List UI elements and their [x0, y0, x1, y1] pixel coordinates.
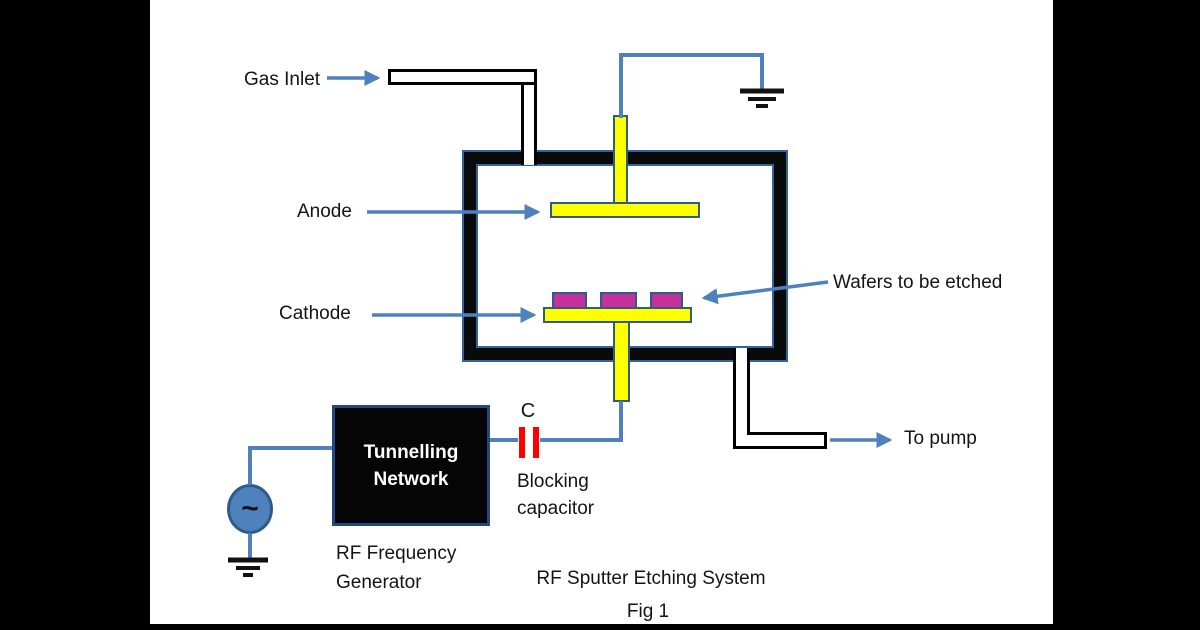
gas-inlet-pipe-vertical — [521, 85, 537, 165]
cathode-feed-wire — [540, 401, 623, 442]
ground-icon-top-right — [740, 88, 784, 108]
figure-caption: Fig 1 — [626, 601, 670, 622]
tunnelling-network-line1: Tunnelling — [363, 441, 459, 463]
gas-inlet-pipe-horizontal — [388, 69, 537, 85]
vacuum-chamber — [464, 152, 786, 360]
capacitor-letter: C — [520, 400, 536, 422]
blocking-capacitor-line2: capacitor — [517, 497, 595, 519]
anode-stem — [613, 115, 628, 207]
ac-waveform-icon: ~ — [241, 492, 259, 525]
letterbox-left-bar — [0, 0, 150, 630]
anode-label: Anode — [297, 201, 352, 222]
rf-generator-label: RF Frequency Generator — [336, 539, 456, 597]
cathode-label: Cathode — [279, 303, 351, 324]
wafer-2 — [600, 292, 637, 309]
anode-plate — [550, 202, 700, 218]
cathode-plate — [543, 307, 692, 323]
wafers-label: Wafers to be etched — [833, 272, 1003, 293]
wafer-3 — [650, 292, 683, 309]
anode-ground-wire — [619, 53, 764, 118]
gas-inlet-label: Gas Inlet — [244, 69, 321, 90]
blocking-capacitor-plate-left — [519, 427, 525, 458]
blocking-capacitor-plate-right — [533, 427, 539, 458]
figure-title: RF Sputter Etching System — [536, 568, 766, 589]
rf-generator-line1: RF Frequency — [336, 543, 457, 564]
rf-generator-line2: Generator — [336, 572, 422, 593]
to-pump-label: To pump — [904, 428, 977, 449]
tunnelling-network-box: Tunnelling Network — [332, 405, 490, 526]
ground-icon-bottom-left — [228, 557, 268, 577]
letterbox-right-bar — [1053, 0, 1200, 630]
blocking-capacitor-line1: Blocking — [517, 471, 589, 492]
ac-source: ~ — [227, 484, 273, 534]
pump-outlet-pipe-vertical — [733, 348, 750, 435]
tunnelling-network-line2: Network — [373, 468, 449, 490]
pump-outlet-pipe-horizontal — [733, 432, 827, 449]
bottom-edge-bar — [150, 624, 1053, 630]
box-to-source-wire — [248, 446, 332, 485]
wafer-1 — [552, 292, 587, 309]
cathode-stem — [613, 320, 630, 402]
blocking-capacitor-label: Blocking capacitor — [517, 469, 594, 522]
